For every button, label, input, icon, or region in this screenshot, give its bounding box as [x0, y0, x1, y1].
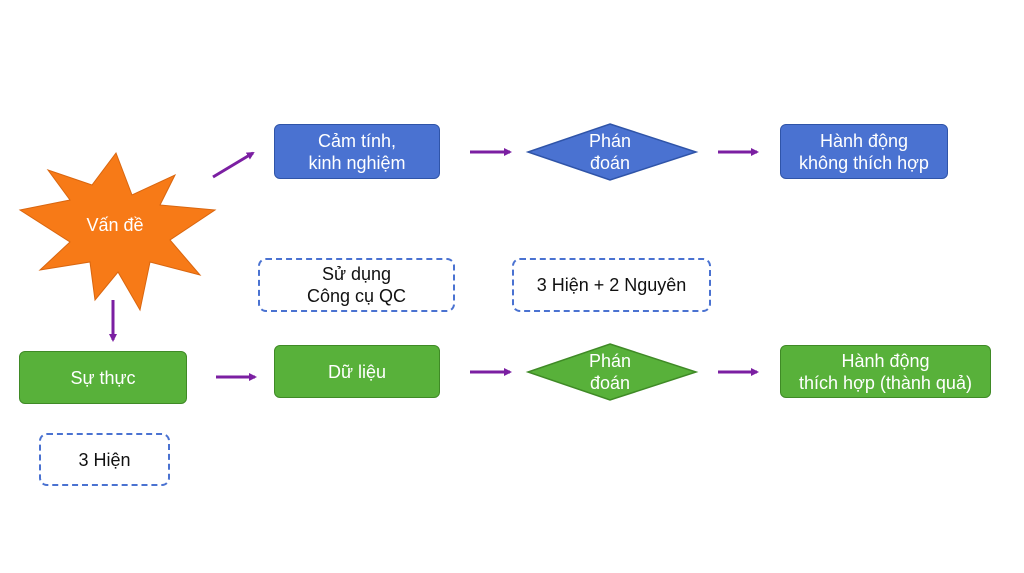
top-judgment-diamond [525, 123, 699, 181]
problem-burst-shape [18, 151, 217, 312]
three-principles-note: 3 Hiện [39, 433, 170, 486]
data-box: Dữ liệu [274, 345, 440, 398]
improper-action-box: Hành động không thích hợp [780, 124, 948, 179]
proper-action-box: Hành động thích hợp (thành quả) [780, 345, 991, 398]
three-two-principles-note: 3 Hiện + 2 Nguyên [512, 258, 711, 312]
bottom-judgment-diamond [525, 343, 699, 401]
qc-tools-note: Sử dụng Công cụ QC [258, 258, 455, 312]
experience-box: Cảm tính, kinh nghiệm [274, 124, 440, 179]
fact-box: Sự thực [19, 351, 187, 404]
arrow-problem-to-experience [212, 151, 255, 179]
